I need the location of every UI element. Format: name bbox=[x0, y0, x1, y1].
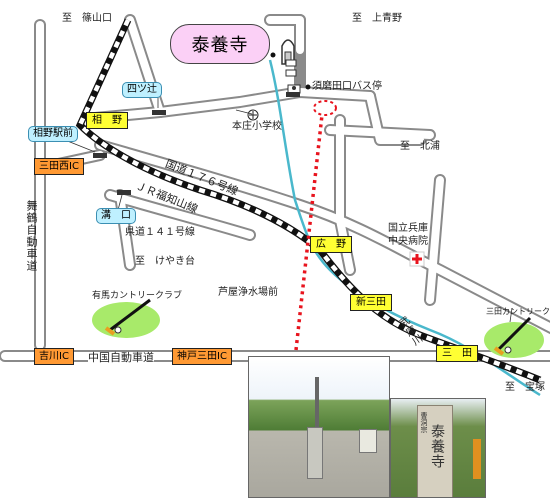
intersection-aino-ekimae: 相野駅前 bbox=[28, 126, 78, 142]
stone-marker: 曹洞宗 泰養寺 bbox=[417, 405, 453, 497]
ic-kobe-sanda: 神戸三田IC bbox=[172, 348, 232, 365]
temple-title: 泰養寺 bbox=[170, 24, 270, 64]
traffic-light-icons bbox=[93, 92, 300, 195]
photo-stone-marker: 曹洞宗 泰養寺 bbox=[390, 398, 486, 498]
stone-small-text: 曹洞宗 bbox=[420, 412, 428, 433]
building-blocks bbox=[285, 59, 297, 77]
dest-keyakidai: 至 けやき台 bbox=[135, 256, 195, 267]
photo-sign-post bbox=[307, 427, 323, 479]
route-to-temple bbox=[294, 114, 324, 351]
station-aino: 相 野 bbox=[86, 112, 128, 129]
bus-stop-icon bbox=[287, 84, 311, 94]
stone-big-text: 泰養寺 bbox=[429, 424, 445, 469]
dest-kitaura: 至 北浦 bbox=[400, 141, 440, 152]
route-destination-ring bbox=[313, 100, 337, 116]
intersection-mizoguchi: 溝 口 bbox=[96, 208, 136, 224]
arima-golf-course bbox=[92, 298, 160, 338]
arima-cc-label: 有馬カントリークラブ bbox=[92, 291, 183, 301]
station-sanda: 三 田 bbox=[436, 345, 478, 362]
temple-dot bbox=[270, 52, 276, 58]
dest-kamiaono: 至 上青野 bbox=[352, 13, 402, 24]
dest-takarazuka: 至 宝塚 bbox=[505, 382, 545, 393]
hospital-label-1: 国立兵庫 bbox=[388, 223, 428, 234]
station-shinsanda: 新三田 bbox=[350, 294, 392, 311]
photo-roadside-sign bbox=[359, 429, 377, 453]
chugoku-expressway-label: 中国自動車道 bbox=[88, 351, 154, 364]
road-cone bbox=[473, 439, 481, 479]
hospital-cross-icon bbox=[409, 251, 425, 267]
sanda-golf-course bbox=[484, 316, 544, 358]
dest-sasayamaguchi: 至 篠山口 bbox=[62, 13, 112, 24]
ic-sanda-nishi: 三田西IC bbox=[34, 158, 84, 175]
photo-signpost-intersection bbox=[248, 356, 390, 498]
station-hirono: 広 野 bbox=[310, 236, 352, 253]
pref-road-141-label: 県道１４１号線 bbox=[125, 227, 195, 238]
water-plant-label: 芦屋浄水場前 bbox=[218, 287, 278, 298]
school-label: 本庄小学校 bbox=[232, 121, 282, 132]
roads bbox=[0, 14, 550, 362]
ic-yoshikawa: 吉川IC bbox=[34, 348, 74, 365]
maizuru-expressway-label: 舞鶴自動車道 bbox=[25, 200, 38, 272]
sanda-cc-label: 三田カントリークラブ bbox=[486, 307, 550, 316]
bus-stop-label: 須磨田口バス停 bbox=[312, 81, 382, 92]
school-icon bbox=[247, 109, 259, 121]
intersection-yotsutsuji: 四ツ辻 bbox=[122, 82, 162, 98]
hospital-label-2: 中央病院 bbox=[388, 236, 428, 247]
